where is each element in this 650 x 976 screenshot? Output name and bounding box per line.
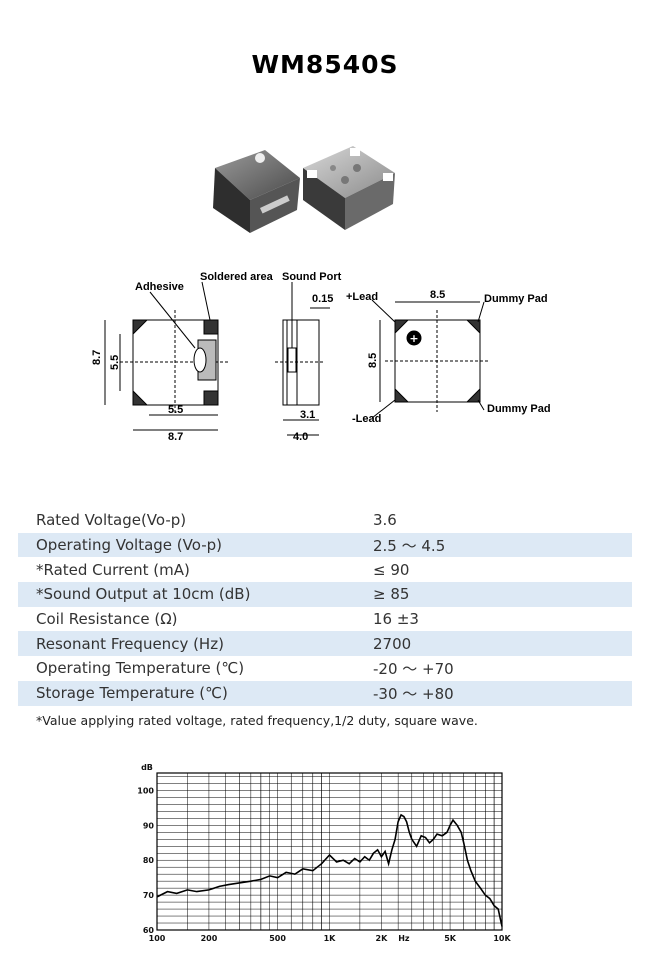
label-minus-lead: -Lead: [352, 413, 381, 425]
dim-4-0: 4.0: [293, 431, 308, 443]
x-tick-label: 10K: [493, 934, 511, 943]
y-tick-label: 100: [137, 786, 154, 795]
dim-3-1: 3.1: [300, 409, 315, 421]
dim-5-5-bottom: 5.5: [168, 404, 183, 416]
dim-8-5-side: 8.5: [367, 353, 379, 368]
spec-value: 16 ±3: [373, 610, 419, 629]
spec-row: *Sound Output at 10cm (dB)≥ 85: [18, 582, 632, 607]
label-sound-port: Sound Port: [282, 271, 342, 283]
spec-value: 2.5 ～ 4.5: [373, 532, 632, 558]
spec-label: Storage Temperature (℃): [18, 680, 373, 706]
y-axis-label: dB: [141, 763, 153, 772]
footnote: *Value applying rated voltage, rated fre…: [36, 713, 478, 728]
dimension-drawings: Adhesive Soldered area 8.7 5.5 5.5 8.7 S…: [91, 271, 551, 443]
spec-label: Operating Temperature (℃): [36, 659, 245, 678]
x-tick-label: 200: [201, 934, 218, 943]
label-dummy-pad-top: Dummy Pad: [484, 293, 548, 305]
dim-8-7-side: 8.7: [91, 350, 103, 365]
side-view-drawing: [275, 282, 330, 436]
y-tick-label: 60: [143, 926, 155, 935]
label-plus-lead: +Lead: [346, 291, 378, 303]
dim-0-15: 0.15: [312, 293, 333, 305]
spec-row: Operating Voltage (Vo-p)2.5 ～ 4.5: [18, 532, 632, 558]
spec-label: Resonant Frequency (Hz): [18, 631, 373, 657]
spec-row: Operating Temperature (℃) -20 ～ +70: [18, 656, 632, 681]
x-tick-label: Hz: [398, 934, 410, 943]
dim-8-5-top: 8.5: [430, 289, 445, 301]
spec-value: 3.6: [373, 511, 397, 530]
spec-label: *Rated Current (mA): [36, 560, 190, 579]
spec-row: Rated Voltage(Vo-p) 3.6: [18, 508, 632, 533]
x-tick-label: 2K: [376, 934, 389, 943]
dim-5-5-side: 5.5: [109, 355, 121, 370]
spec-value: -30 ～ +80: [373, 680, 632, 706]
product-photo: [213, 146, 395, 233]
spec-row: *Rated Current (mA) ≤ 90: [18, 557, 632, 582]
dim-8-7-bottom: 8.7: [168, 431, 183, 443]
spec-value: ≥ 85: [373, 582, 632, 607]
front-view-drawing: [104, 281, 230, 431]
y-tick-label: 90: [143, 821, 155, 830]
label-soldered-area: Soldered area: [200, 271, 274, 283]
product-title: WM8540S: [251, 50, 399, 79]
spec-value: -20 ～ +70: [373, 659, 454, 678]
x-tick-label: 5K: [444, 934, 457, 943]
response-curve: [156, 813, 503, 927]
x-tick-label: 100: [149, 934, 166, 943]
spec-value: ≤ 90: [373, 560, 410, 579]
x-tick-label: 1K: [324, 934, 337, 943]
x-tick-label: 500: [269, 934, 286, 943]
spec-row: Storage Temperature (℃)-30 ～ +80: [18, 680, 632, 706]
spec-label: Operating Voltage (Vo-p): [18, 532, 373, 558]
spec-row: Coil Resistance (Ω) 16 ±3: [18, 607, 632, 632]
spec-row: Resonant Frequency (Hz)2700: [18, 631, 632, 657]
bottom-view-drawing: [371, 299, 490, 419]
spec-value: 2700: [373, 631, 632, 657]
spec-label: Coil Resistance (Ω): [36, 610, 178, 629]
buzzer-bottom-view: [303, 146, 395, 230]
spec-label: *Sound Output at 10cm (dB): [18, 582, 373, 607]
y-tick-label: 70: [143, 891, 155, 900]
label-adhesive: Adhesive: [135, 281, 184, 293]
plus-symbol: +: [409, 332, 418, 345]
label-dummy-pad-bottom: Dummy Pad: [487, 403, 551, 415]
buzzer-top-view: [213, 150, 300, 233]
spec-label: Rated Voltage(Vo-p): [36, 511, 187, 530]
frequency-response-chart: 100 90 80 70 60 dB 100 200 500 1K 2K Hz 5K 10K: [137, 763, 511, 943]
y-tick-label: 80: [143, 856, 155, 865]
